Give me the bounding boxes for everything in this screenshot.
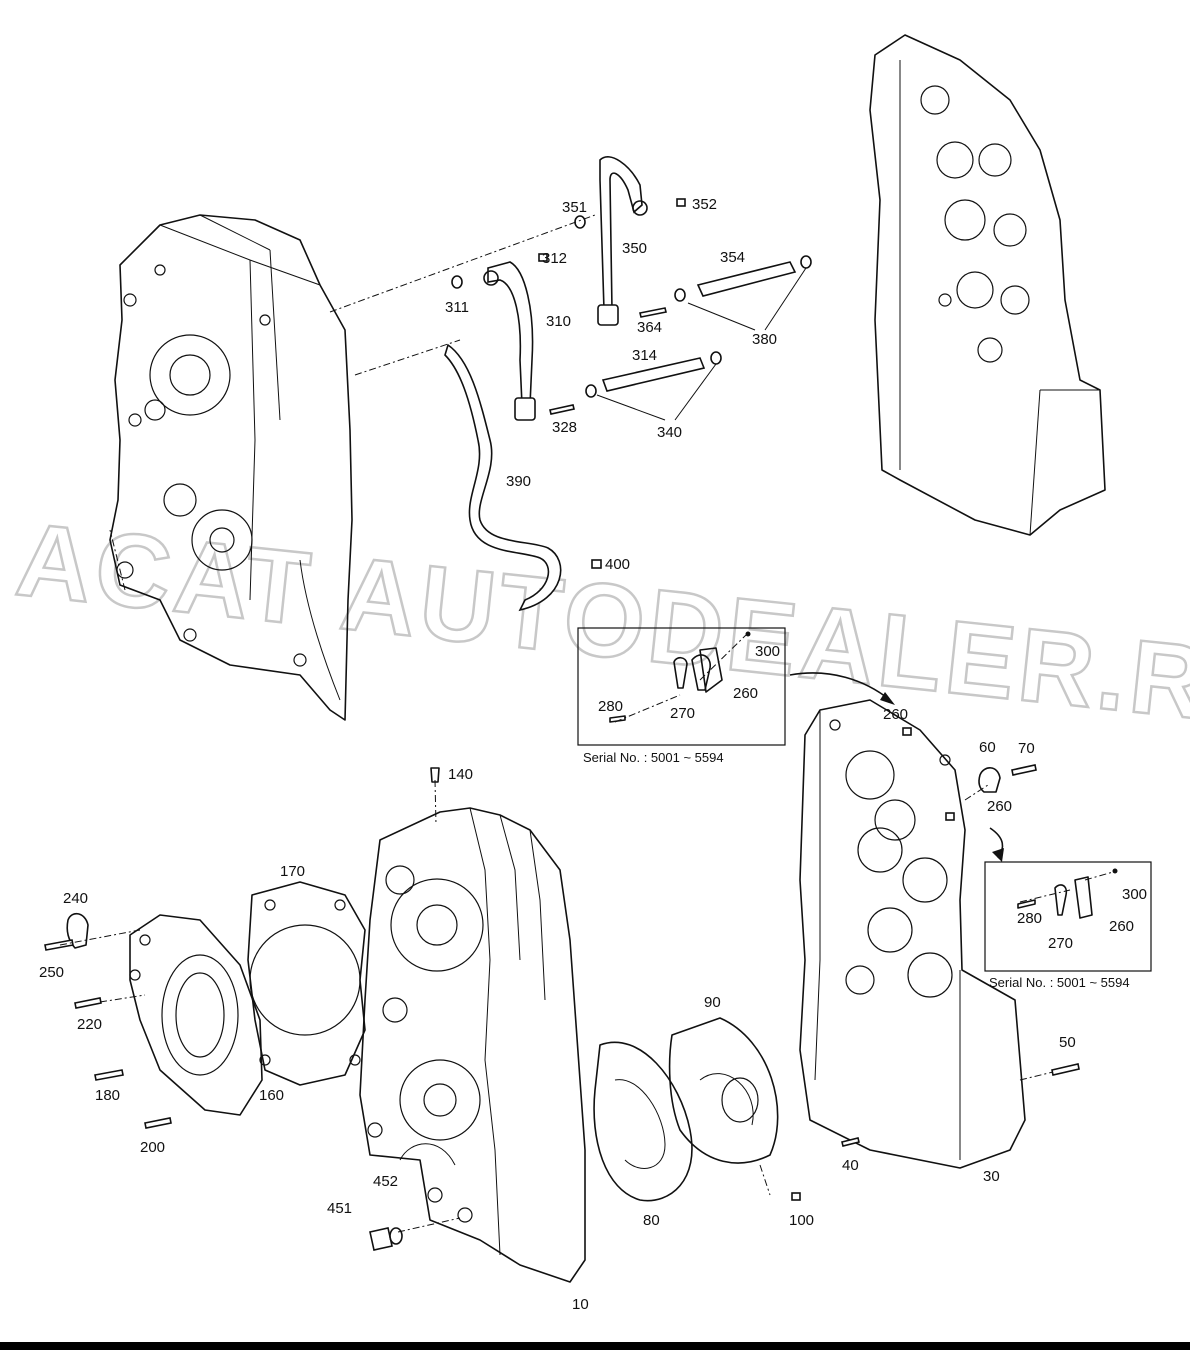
pipe-310 [487,261,536,421]
bottom-border [0,1342,1190,1350]
callout-labels: 351 352 312 350 354 311 310 364 380 314 … [39,196,1147,1313]
upper-housing [109,214,353,721]
callout-260-c: 260 [987,798,1012,815]
callout-310: 310 [546,313,571,330]
callout-364: 364 [637,319,662,336]
upper-right-cover [869,34,1106,536]
callout-328: 328 [552,419,577,436]
right-housing [799,699,1026,1169]
callout-180: 180 [95,1087,120,1104]
callout-90: 90 [704,994,721,1011]
callout-314: 314 [632,347,657,364]
callout-270-a: 270 [670,705,695,722]
callout-312: 312 [542,250,567,267]
callout-260-b: 260 [883,706,908,723]
detail-box-b [984,861,1152,972]
callout-40: 40 [842,1157,859,1174]
callout-260-d: 260 [1109,918,1134,935]
cover-160 [129,914,263,1116]
hose-390 [444,343,562,612]
callout-451: 451 [327,1200,352,1217]
callout-300-a: 300 [755,643,780,660]
callout-354: 354 [720,249,745,266]
callout-400: 400 [605,556,630,573]
callout-351: 351 [562,199,587,216]
callout-452: 452 [373,1173,398,1190]
callout-380: 380 [752,331,777,348]
callout-140: 140 [448,766,473,783]
callout-50: 50 [1059,1034,1076,1051]
callout-200: 200 [140,1139,165,1156]
callout-280-b: 280 [1017,910,1042,927]
callout-300-b: 300 [1122,886,1147,903]
gasket-170 [247,881,366,1086]
main-housing [359,767,586,1283]
callout-250: 250 [39,964,64,981]
callout-280-a: 280 [598,698,623,715]
callout-270-b: 270 [1048,935,1073,952]
callout-260-a: 260 [733,685,758,702]
callout-60: 60 [979,739,996,756]
callout-10: 10 [572,1296,589,1313]
callout-160: 160 [259,1087,284,1104]
callout-100: 100 [789,1212,814,1229]
serial-note-a: Serial No. : 5001 ~ 5594 [583,750,724,765]
shield-90 [668,1017,779,1164]
callout-70: 70 [1018,740,1035,757]
detail-box-a [577,627,786,746]
callout-170: 170 [280,863,305,880]
callout-352: 352 [692,196,717,213]
callout-350: 350 [622,240,647,257]
tube-354 [696,261,797,297]
tube-314 [601,357,706,392]
callout-340: 340 [657,424,682,441]
serial-note-b: Serial No. : 5001 ~ 5594 [989,975,1130,990]
callout-240: 240 [63,890,88,907]
pipe-350 [597,156,643,326]
callout-311: 311 [445,299,469,316]
callout-390: 390 [506,473,531,490]
callout-80: 80 [643,1212,660,1229]
shield-80 [593,1041,693,1202]
callout-30: 30 [983,1168,1000,1185]
callout-220: 220 [77,1016,102,1033]
